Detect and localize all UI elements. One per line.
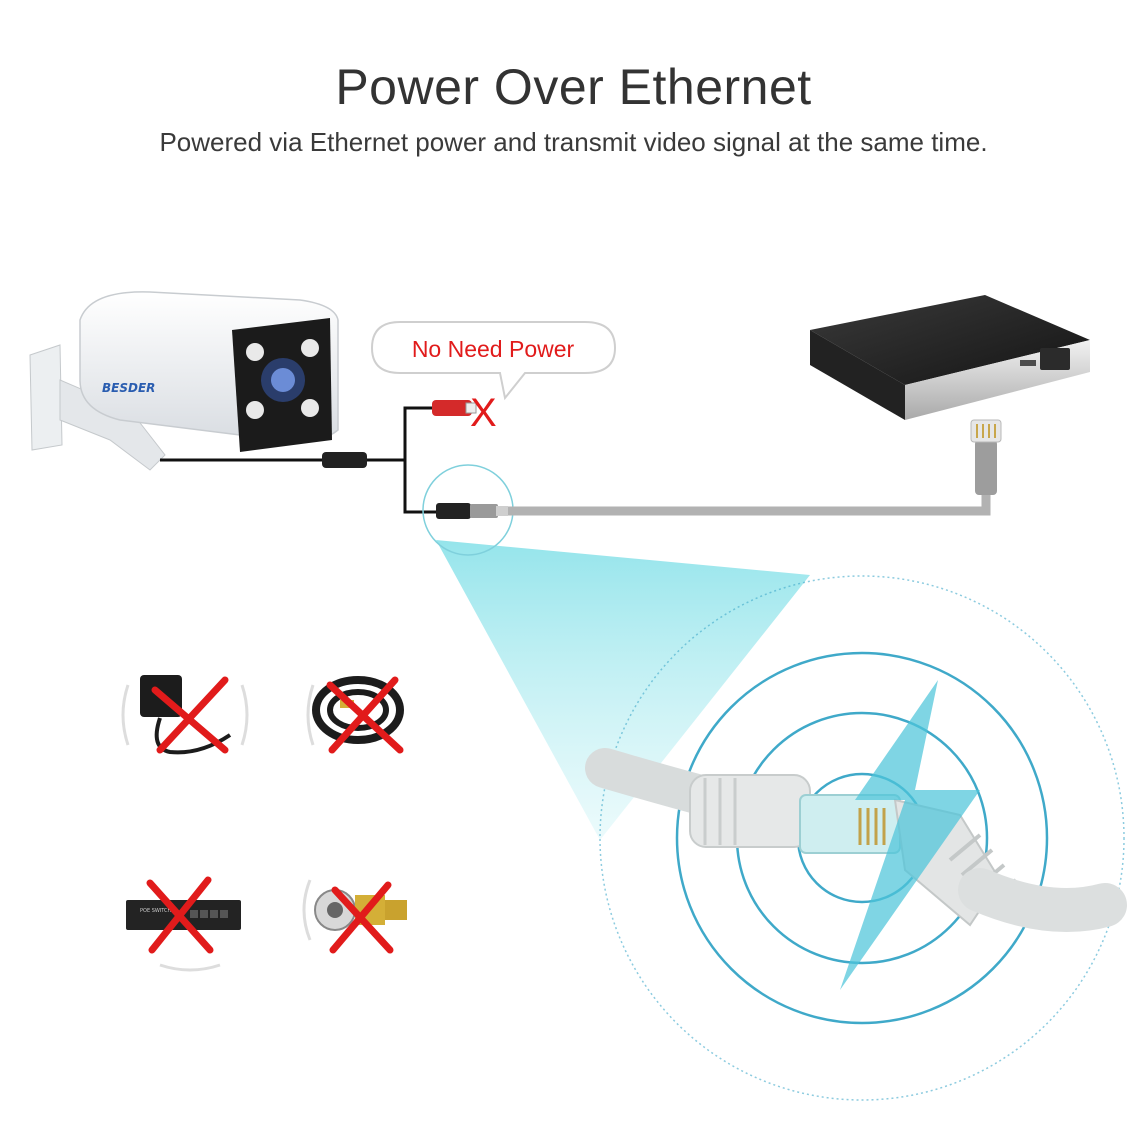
lightning-bolt-icon (840, 680, 980, 990)
no-power-x-mark: X (470, 391, 497, 435)
nvr-ethernet-plug (970, 419, 1002, 495)
coax-cable-crossed-icon (306, 676, 404, 754)
ethernet-plug-icon (436, 503, 508, 519)
page-title: Power Over Ethernet (335, 59, 812, 115)
dc-power-connector (432, 400, 477, 416)
page-subtitle: Powered via Ethernet power and transmit … (159, 127, 988, 157)
cable-junction (322, 452, 367, 468)
nvr-recorder-icon (810, 295, 1090, 420)
poe-switch-crossed-icon: POE SWITCH (126, 876, 241, 972)
callout-text: No Need Power (412, 336, 575, 362)
ethernet-cable (508, 495, 991, 516)
bnc-connector-crossed-icon (302, 879, 407, 954)
zoom-beam (436, 540, 810, 840)
camera-brand: BESDER (102, 381, 155, 395)
camera-icon: BESDER (29, 291, 339, 471)
no-need-power-callout: No Need Power (370, 321, 617, 401)
power-adapter-crossed-icon (121, 675, 249, 755)
camera-wiring (160, 406, 440, 514)
poe-switch-label: POE SWITCH (140, 908, 172, 914)
